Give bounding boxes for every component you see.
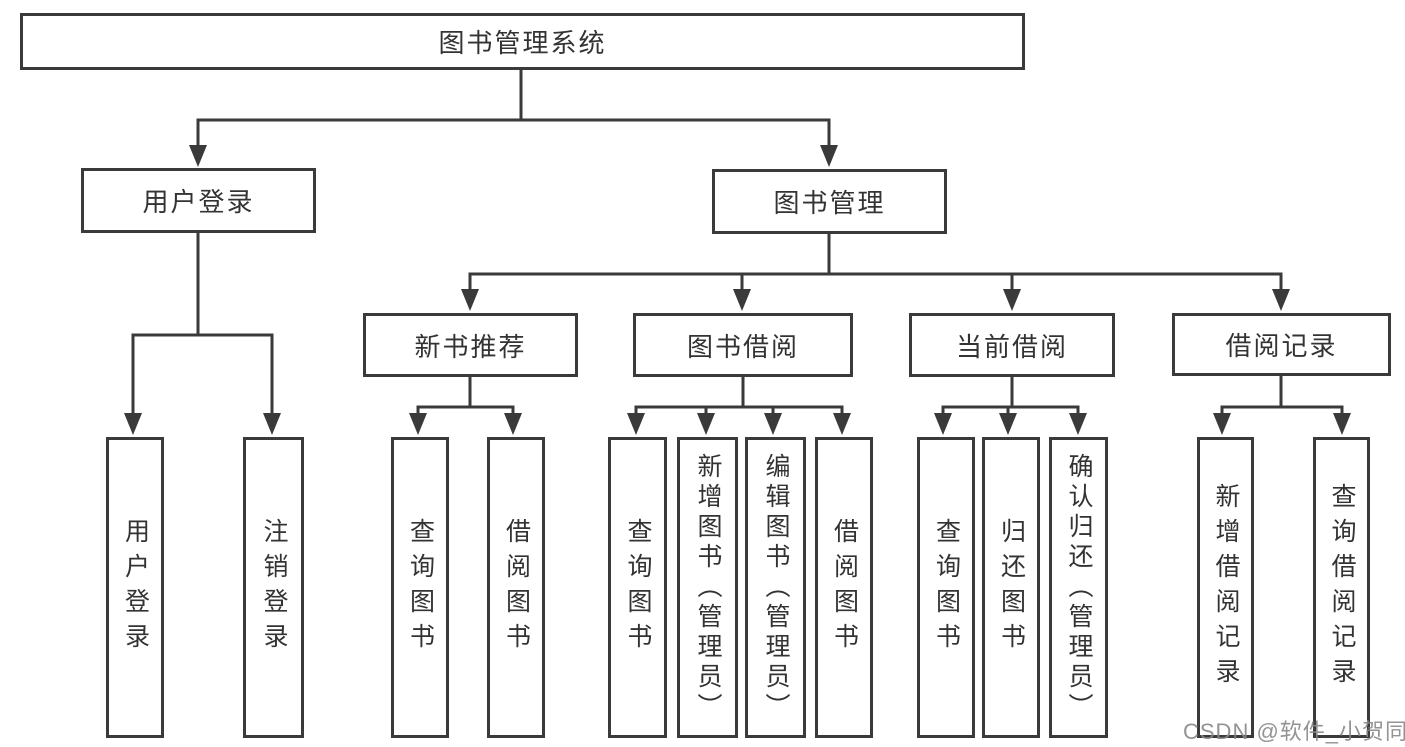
edge-root-branch xyxy=(196,118,831,149)
edge-borrowrecords-branch xyxy=(1220,405,1344,416)
arrow-down-icon xyxy=(999,413,1017,435)
node-label: 当前借阅 xyxy=(955,331,1068,362)
arrow-down-icon xyxy=(461,289,479,311)
arrow-down-icon xyxy=(820,145,838,167)
arrow-down-icon xyxy=(504,413,522,435)
leaf-borrow-book: 借阅图书 xyxy=(815,437,873,738)
arrow-down-icon xyxy=(1069,413,1087,435)
node-label: 图书管理系统 xyxy=(438,28,607,58)
leaf-return-book: 归还图书 xyxy=(982,437,1040,738)
edge-newbookrec-branch xyxy=(416,405,515,416)
arrow-down-icon xyxy=(697,413,715,435)
node-current-borrow: 当前借阅 xyxy=(909,313,1115,377)
arrow-down-icon xyxy=(1003,289,1021,311)
edge-currentborrow-branch xyxy=(941,405,1080,416)
arrow-down-icon xyxy=(1213,413,1231,435)
arrow-down-icon xyxy=(833,413,851,435)
arrow-down-icon xyxy=(934,413,952,435)
leaf-add-borrow-record: 新增借阅记录 xyxy=(1197,437,1254,738)
node-label: 查询图书 xyxy=(624,517,652,658)
node-book-management: 图书管理 xyxy=(712,169,947,234)
csdn-watermark: CSDN @软件_小贺同学 xyxy=(1183,719,1405,744)
leaf-query-book-recommend: 查询图书 xyxy=(391,437,449,738)
arrow-down-icon xyxy=(409,413,427,435)
leaf-edit-book-admin: 编辑图书（管理员） xyxy=(745,437,806,738)
node-label: 借阅图书 xyxy=(502,517,531,658)
edge-userlogin-branch xyxy=(131,333,274,416)
node-label: 注销登录 xyxy=(260,517,288,658)
node-label: 编辑图书（管理员） xyxy=(762,452,790,723)
node-label: 查询图书 xyxy=(932,517,961,658)
node-label: 借阅图书 xyxy=(830,517,859,658)
leaf-logout: 注销登录 xyxy=(243,437,304,738)
leaf-confirm-return-admin: 确认归还（管理员） xyxy=(1049,437,1108,738)
leaf-query-book-borrow: 查询图书 xyxy=(608,437,667,738)
node-label: 用户登录 xyxy=(142,187,255,217)
node-borrow-records: 借阅记录 xyxy=(1172,313,1391,376)
node-label: 借阅记录 xyxy=(1225,331,1338,361)
node-library-system: 图书管理系统 xyxy=(20,13,1025,70)
arrow-down-icon xyxy=(263,413,281,435)
node-new-book-recommend: 新书推荐 xyxy=(363,313,578,377)
node-book-borrow: 图书借阅 xyxy=(633,313,853,377)
node-label: 查询借阅记录 xyxy=(1328,482,1356,693)
leaf-query-borrow-record: 查询借阅记录 xyxy=(1313,437,1370,738)
edge-bookborrow-branch xyxy=(634,405,844,416)
arrow-down-icon xyxy=(1333,413,1351,435)
node-label: 用户登录 xyxy=(121,517,150,658)
arrow-down-icon xyxy=(189,145,207,167)
arrow-down-icon xyxy=(733,289,751,311)
node-label: 新增借阅记录 xyxy=(1212,482,1240,693)
arrow-down-icon xyxy=(764,413,782,435)
leaf-borrow-book-recommend: 借阅图书 xyxy=(487,437,545,738)
node-label: 图书借阅 xyxy=(686,331,799,362)
node-label: 确认归还（管理员） xyxy=(1065,452,1093,723)
leaf-add-book-admin: 新增图书（管理员） xyxy=(677,437,738,738)
leaf-user-login: 用户登录 xyxy=(106,437,164,738)
arrow-down-icon xyxy=(124,413,142,435)
node-user-login: 用户登录 xyxy=(81,168,316,233)
node-label: 查询图书 xyxy=(406,517,435,658)
arrow-down-icon xyxy=(627,413,645,435)
leaf-query-book-current: 查询图书 xyxy=(917,437,975,738)
node-label: 新书推荐 xyxy=(414,331,527,362)
arrow-down-icon xyxy=(1272,289,1290,311)
node-label: 图书管理 xyxy=(773,188,886,218)
node-label: 新增图书（管理员） xyxy=(694,452,722,723)
node-label: 归还图书 xyxy=(997,517,1026,658)
edge-bookmgmt-branch xyxy=(468,272,1283,292)
